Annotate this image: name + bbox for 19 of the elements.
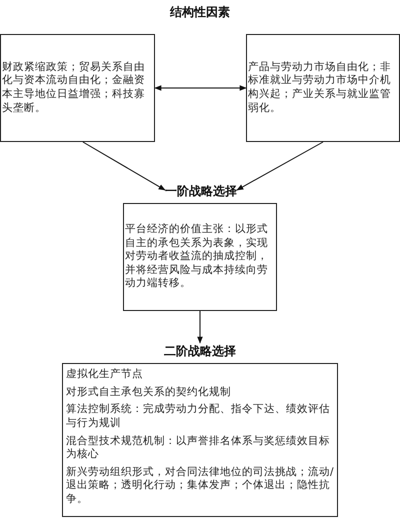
arrow	[154, 85, 247, 91]
box-text: 对形式自主承包关系的契约化规制	[66, 386, 232, 400]
arrow	[197, 310, 203, 344]
box-text: 虚拟化生产节点	[66, 368, 144, 382]
box-text: 财政紧缩政策；贸易关系自由化与资本流动自由化；金融资本主导地位日益增强；科技寡头垄断。	[2, 60, 146, 116]
box-text: 算法控制系统：完成劳动力分配、指令下达、绩效评估与行为规训	[66, 403, 331, 431]
diagram-title: 结构性因素	[168, 4, 231, 21]
box-text: 产品与劳动力市场自由化；非标准就业与劳动力市场中介机构兴起；产业关系与就业监管弱化。	[248, 60, 392, 116]
text-box	[0, 34, 155, 142]
stage-heading: 二阶战略选择	[164, 343, 236, 360]
text-box	[246, 34, 400, 142]
arrow	[236, 142, 324, 191]
stage-heading: 一阶战略选择	[165, 183, 237, 200]
text-box	[123, 203, 277, 311]
box-text: 新兴劳动组织形式，对合同法律地位的司法挑战；流动/退出策略；透明化行动；集体发声；个体退出；隐性抗争。	[66, 466, 334, 507]
text-box	[62, 363, 338, 517]
box-text: 混合型技术规范机制：以声誉排名体系与奖惩绩效目标为核心	[66, 434, 331, 462]
box-text: 平台经济的价值主张：以形式自主的承包关系为表象，实现对劳动者收益流的抽成控制，并将经营风险与成本持续向劳动力端转移。	[125, 222, 269, 292]
arrow	[82, 142, 166, 191]
